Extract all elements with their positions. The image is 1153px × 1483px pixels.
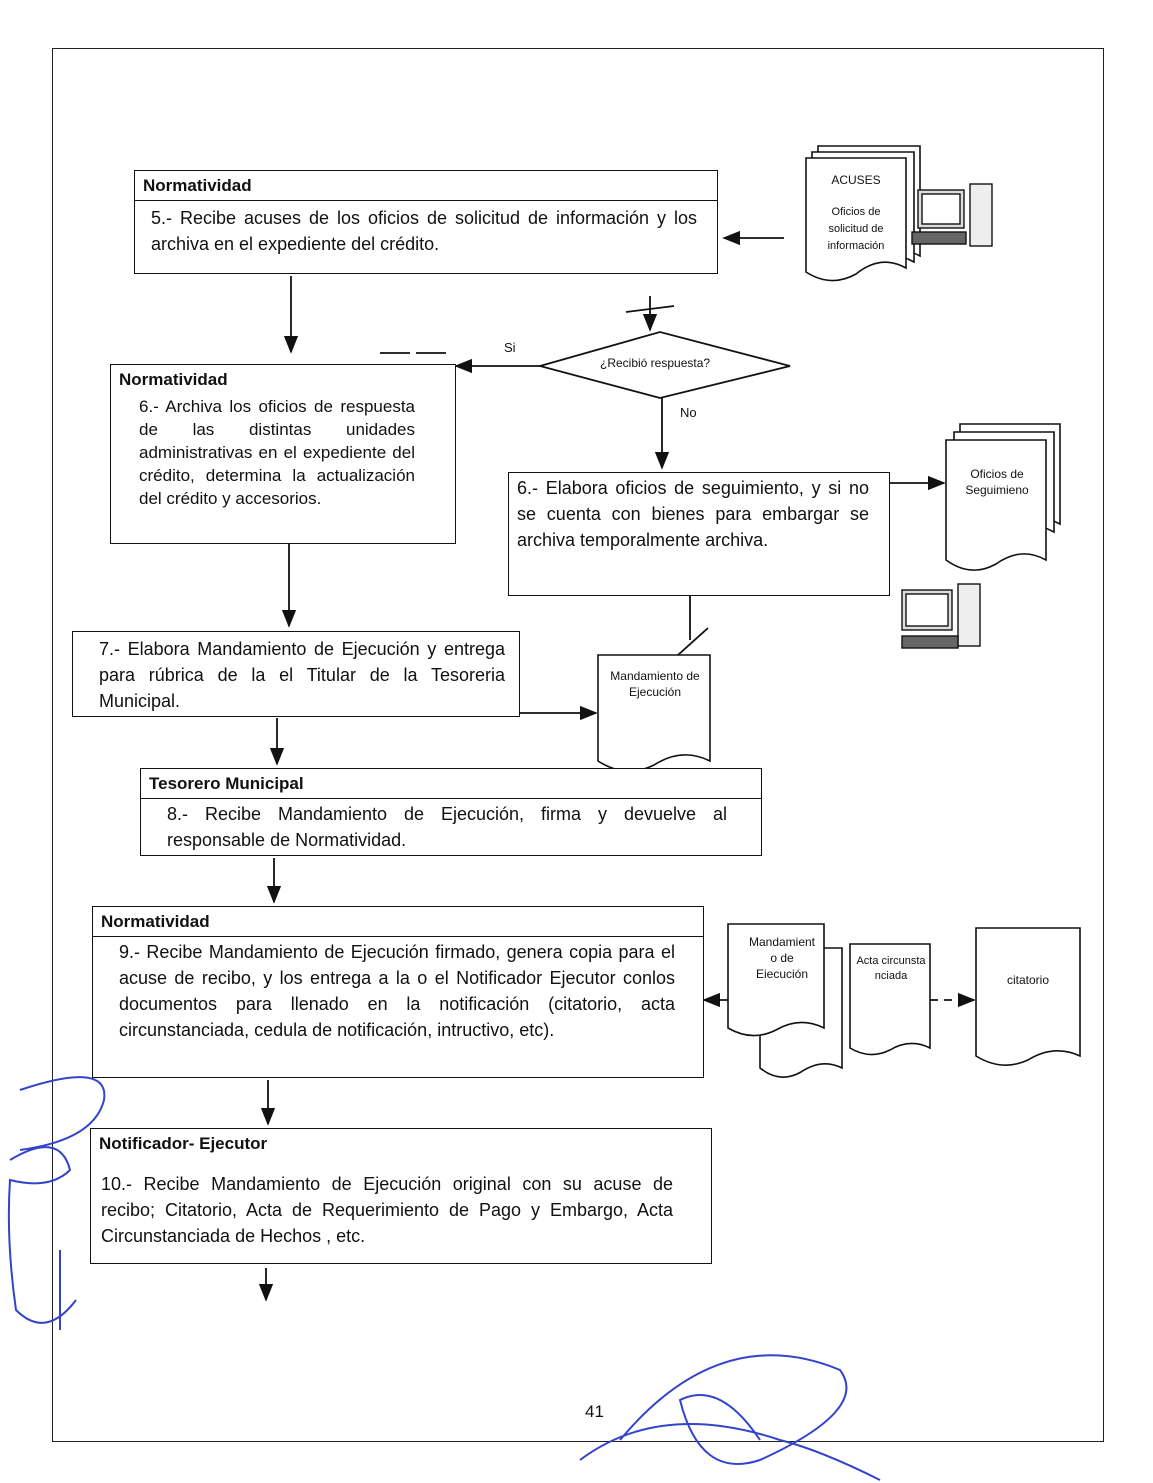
doc-seguimiento xyxy=(945,439,1047,571)
decision-no-label: No xyxy=(680,405,697,420)
step-8-header: Tesorero Municipal xyxy=(141,769,761,799)
step-9-text: 9.- Recibe Mandamiento de Ejecución firm… xyxy=(119,942,675,1040)
page-frame xyxy=(52,48,1104,1442)
doc-mandamiento xyxy=(597,654,711,772)
step-9-box: Normatividad 9.- Recibe Mandamiento de E… xyxy=(92,906,704,1078)
step-6a-text: 6.- Archiva los oficios de respuesta de … xyxy=(139,397,415,508)
page-number: 41 xyxy=(585,1402,604,1421)
step-10-header: Notificador- Ejecutor xyxy=(99,1134,268,1153)
doc-mandamiento-2 xyxy=(727,923,825,1037)
doc-mandamiento-2-label: Mandamient o de Eiecución xyxy=(748,935,816,981)
doc-acuses-title: ACUSES xyxy=(831,173,881,187)
step-6b-box: 6.- Elabora oficios de seguimiento, y si… xyxy=(508,472,890,596)
step-7-text: 7.- Elabora Mandamiento de Ejecución y e… xyxy=(99,639,505,711)
step-8-box: Tesorero Municipal 8.- Recibe Mandamient… xyxy=(140,768,762,856)
doc-citatorio xyxy=(975,927,1081,1066)
decision-question: ¿Recibió respuesta? xyxy=(600,356,711,370)
doc-acta xyxy=(849,943,931,1056)
doc-citatorio-label: citatorio xyxy=(1006,973,1050,987)
computer-icon xyxy=(911,183,993,247)
step-7-box: 7.- Elabora Mandamiento de Ejecución y e… xyxy=(72,631,520,717)
decision-diamond xyxy=(536,331,791,399)
step-6a-box: Normatividad 6.- Archiva los oficios de … xyxy=(110,364,456,544)
step-6a-header: Normatividad xyxy=(119,370,228,389)
doc-acuses-body: Oficios de solicitud de información xyxy=(827,206,885,252)
doc-seguimiento-label: Oficios de Seguimieno xyxy=(965,467,1029,497)
step-5-header: Normatividad xyxy=(135,171,717,201)
step-6b-text: 6.- Elabora oficios de seguimiento, y si… xyxy=(517,478,869,550)
computer-icon xyxy=(901,583,981,649)
step-5-box: Normatividad 5.- Recibe acuses de los of… xyxy=(134,170,718,274)
step-10-text: 10.- Recibe Mandamiento de Ejecución ori… xyxy=(101,1174,673,1246)
step-10-box: Notificador- Ejecutor 10.- Recibe Mandam… xyxy=(90,1128,712,1264)
step-5-text: 5.- Recibe acuses de los oficios de soli… xyxy=(151,208,697,254)
step-9-header: Normatividad xyxy=(93,907,703,937)
doc-acta-label: Acta circunsta nciada xyxy=(856,955,926,982)
doc-mandamiento-label: Mandamiento de Ejecución xyxy=(610,669,700,699)
decision-yes-label: Si xyxy=(504,340,516,355)
step-8-text: 8.- Recibe Mandamiento de Ejecución, fir… xyxy=(167,804,727,850)
signature-scribble xyxy=(7,1076,881,1481)
doc-acuses xyxy=(805,157,907,282)
